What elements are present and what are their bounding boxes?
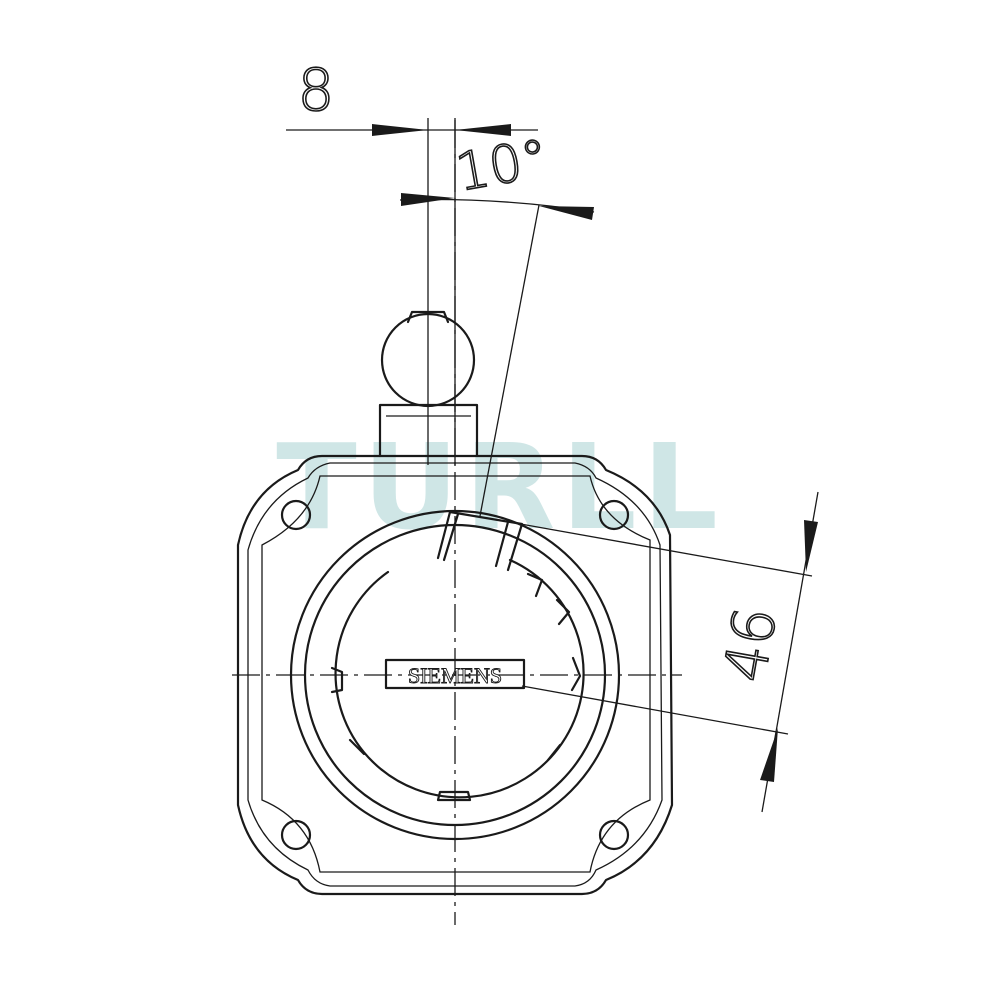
angle-arrow-left: [401, 193, 455, 206]
length-extension-bottom: [521, 685, 789, 735]
mount-hole-top-right: [598, 499, 630, 531]
coding-key: [436, 510, 524, 572]
length-arrow-bottom: [760, 728, 778, 782]
length-extension-top: [486, 517, 813, 577]
length-value: 46: [710, 602, 790, 686]
brand-plate: [384, 658, 526, 690]
inner-bore: [334, 558, 585, 799]
width-arrow-left: [372, 124, 428, 136]
dimension-length: 46: [486, 491, 819, 813]
dimension-width: 8: [286, 55, 538, 465]
watermark-text: TURLL: [276, 418, 724, 556]
coding-key-slot-2: [494, 520, 510, 568]
mount-hole-top-left: [280, 499, 312, 531]
keyway-notches: [330, 572, 582, 802]
housing-outline: [236, 454, 674, 896]
angle-value: 10°: [452, 128, 553, 203]
angle-extension-line: [479, 204, 540, 517]
length-arrow-top: [804, 520, 818, 572]
angle-arrow-right: [539, 206, 594, 220]
housing-inner-outline: [247, 462, 663, 887]
brand-label: SIEMENS: [408, 663, 502, 688]
mount-hole-bottom-left: [280, 819, 312, 851]
mount-hole-bottom-right: [598, 819, 630, 851]
connector-drawing: SIEMENS: [232, 120, 682, 925]
width-value: 8: [298, 56, 335, 124]
flange-outer: [289, 509, 621, 841]
width-arrow-right: [455, 124, 511, 136]
coding-key-slot: [442, 512, 460, 562]
